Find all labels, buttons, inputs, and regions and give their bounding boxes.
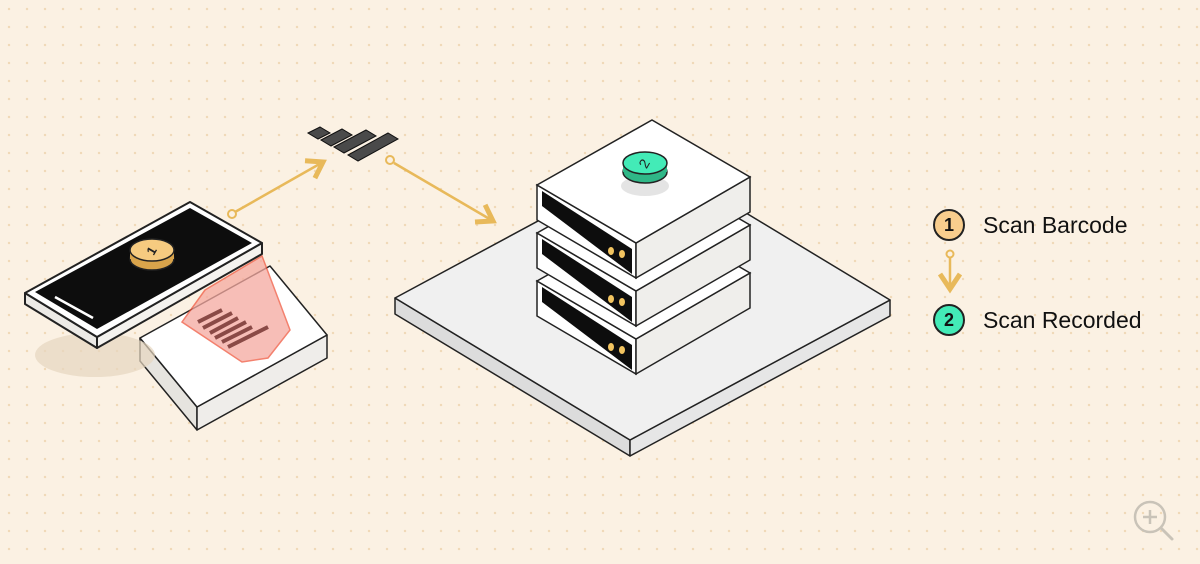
status-light	[608, 343, 614, 351]
barcode-icon	[197, 308, 269, 349]
step-1-badge: 1	[933, 209, 965, 241]
status-light	[619, 250, 625, 258]
status-light	[619, 298, 625, 306]
status-light	[619, 346, 625, 354]
legend-step-1: 1 Scan Barcode	[933, 209, 1127, 241]
step-2-label: Scan Recorded	[983, 306, 1142, 333]
status-light	[608, 247, 614, 255]
signal-bars-icon	[306, 126, 400, 162]
flow-arrow-1	[227, 158, 327, 219]
legend-connector	[937, 249, 963, 294]
zoom-in-button[interactable]	[1130, 497, 1176, 543]
flow-arrow-2	[385, 155, 497, 225]
scan-beam	[180, 254, 291, 363]
step-2-badge: 2	[933, 304, 965, 336]
status-light	[608, 295, 614, 303]
legend-step-2: 2 Scan Recorded	[933, 304, 1142, 336]
step-1-coin: 1	[129, 238, 175, 271]
phone-shadow	[35, 333, 155, 377]
step-2-coin: 2	[621, 151, 669, 196]
zoom-in-icon	[1133, 500, 1174, 541]
step-1-label: Scan Barcode	[983, 211, 1128, 238]
